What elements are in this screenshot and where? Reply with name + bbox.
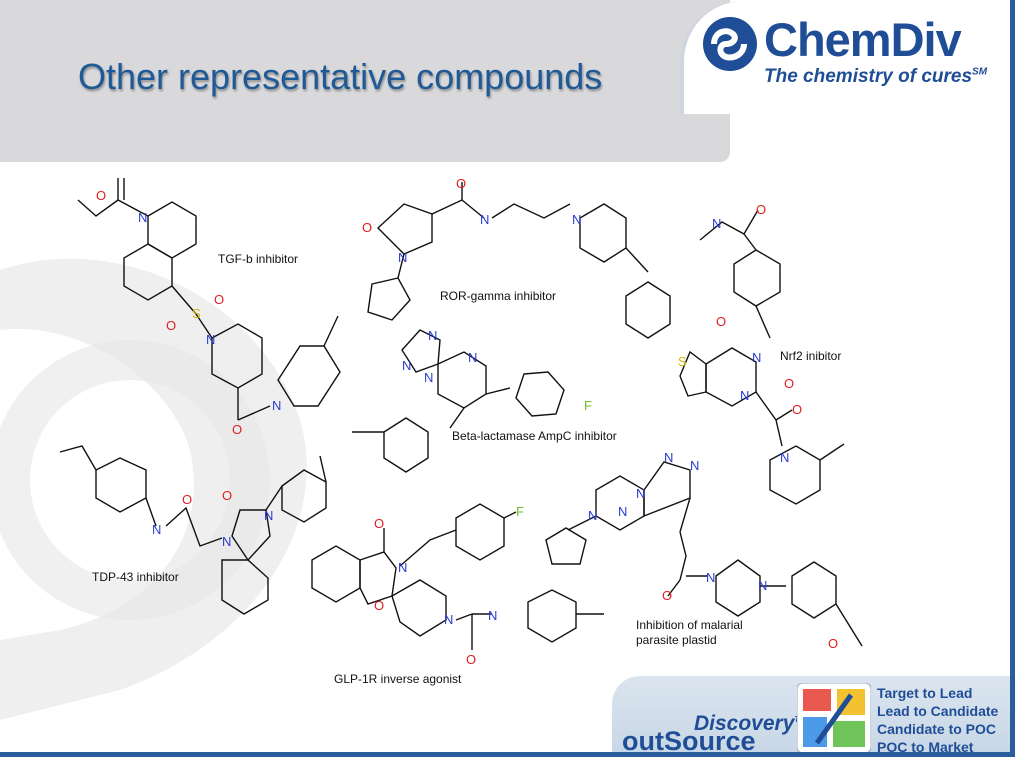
svg-text:O: O — [232, 422, 242, 437]
svg-text:O: O — [182, 492, 192, 507]
fluorine-label-2: F — [516, 504, 524, 519]
svg-text:N: N — [588, 508, 597, 523]
svg-text:N: N — [780, 450, 789, 465]
svg-text:N: N — [398, 560, 407, 575]
svg-text:N: N — [636, 486, 645, 501]
label-ror-gamma: ROR-gamma inhibitor — [440, 289, 557, 303]
step-target-to-lead: Target to Lead — [877, 685, 973, 701]
logo-wordmark: ChemDiv — [764, 13, 962, 66]
label-malarial-line2: parasite plastid — [636, 633, 717, 647]
label-tdp43: TDP-43 inhibitor — [92, 570, 179, 584]
svg-text:O: O — [716, 314, 726, 329]
svg-text:N: N — [618, 504, 627, 519]
sulfur-label-1: S — [192, 306, 201, 321]
svg-text:N: N — [468, 350, 477, 365]
label-nrf2: Nrf2 inibitor — [780, 349, 842, 363]
svg-text:N: N — [752, 350, 761, 365]
svg-text:O: O — [456, 176, 466, 191]
svg-text:N: N — [272, 398, 281, 413]
svg-text:N: N — [444, 612, 453, 627]
label-ampc: Beta-lactamase AmpC inhibitor — [452, 429, 617, 443]
structure-malarial — [545, 461, 863, 647]
svg-text:N: N — [138, 210, 147, 225]
slide-title: Other representative compounds — [78, 56, 603, 97]
chemdiv-logo-icon — [703, 17, 757, 71]
bottom-border — [0, 752, 1015, 757]
pipeline-logo-icon — [797, 683, 871, 753]
svg-text:N: N — [572, 212, 581, 227]
svg-text:N: N — [152, 522, 161, 537]
svg-text:N: N — [424, 370, 433, 385]
svg-text:N: N — [690, 458, 699, 473]
svg-text:O: O — [662, 588, 672, 603]
svg-text:N: N — [712, 216, 721, 231]
svg-text:N: N — [664, 450, 673, 465]
structure-tdp43 — [59, 445, 327, 615]
svg-text:O: O — [374, 598, 384, 613]
svg-text:N: N — [398, 250, 407, 265]
svg-text:O: O — [166, 318, 176, 333]
service-mark: SM — [972, 66, 988, 78]
label-malarial-line1: Inhibition of malarial — [636, 618, 743, 632]
structure-ror-gamma — [367, 182, 671, 339]
svg-text:N: N — [428, 328, 437, 343]
sulfur-label-2: S — [678, 354, 687, 369]
svg-text:O: O — [214, 292, 224, 307]
svg-text:O: O — [784, 376, 794, 391]
svg-text:O: O — [828, 636, 838, 651]
step-lead-to-candidate: Lead to Candidate — [877, 703, 999, 719]
logo-tagline-text: The chemistry of cures — [764, 66, 973, 87]
svg-text:O: O — [466, 652, 476, 667]
structure-nrf2 — [679, 209, 845, 505]
structure-tgf-b — [77, 178, 341, 421]
right-border — [1010, 0, 1015, 757]
svg-text:O: O — [222, 488, 232, 503]
svg-text:N: N — [264, 508, 273, 523]
step-poc-to-market: POC to Market — [877, 739, 974, 755]
svg-text:O: O — [374, 516, 384, 531]
fluorine-label-1: F — [584, 398, 592, 413]
svg-text:N: N — [222, 534, 231, 549]
outsource-wordmark: outSource — [622, 726, 756, 756]
svg-text:N: N — [206, 332, 215, 347]
svg-text:N: N — [402, 358, 411, 373]
label-glp1r: GLP-1R inverse agonist — [334, 672, 462, 686]
structure-glp1r — [311, 503, 604, 650]
svg-text:N: N — [706, 570, 715, 585]
title-band — [0, 0, 730, 162]
svg-text:N: N — [758, 578, 767, 593]
discovery-text: Discovery — [694, 712, 795, 735]
svg-text:O: O — [792, 402, 802, 417]
svg-text:N: N — [740, 388, 749, 403]
pipeline-steps: Target to Lead Lead to Candidate Candida… — [877, 684, 998, 756]
step-candidate-to-poc: Candidate to POC — [877, 721, 997, 737]
svg-text:O: O — [362, 220, 372, 235]
label-tgf-b: TGF-b inhibitor — [218, 252, 299, 266]
svg-text:O: O — [96, 188, 106, 203]
svg-text:O: O — [756, 202, 766, 217]
svg-text:N: N — [480, 212, 489, 227]
svg-text:N: N — [488, 608, 497, 623]
logo-tagline: The chemistry of curesSM — [764, 66, 987, 88]
structure-ampc — [352, 329, 565, 473]
